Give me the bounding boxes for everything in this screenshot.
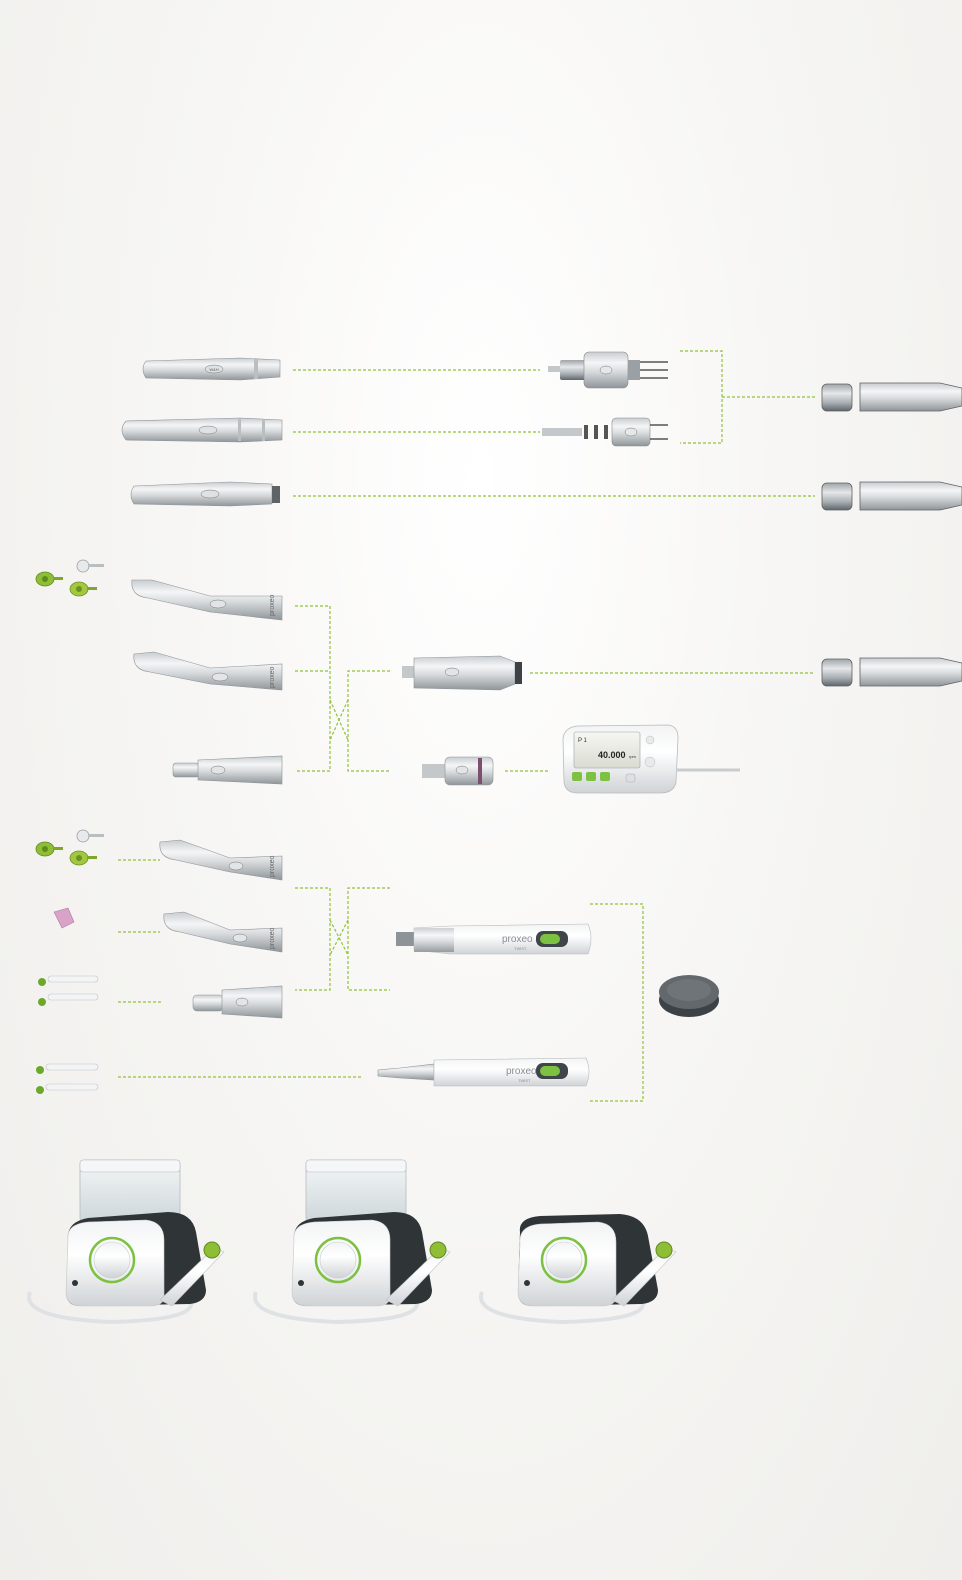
proxeo-label: proxeo — [269, 594, 276, 616]
prophy-brush-icon — [76, 559, 104, 573]
proxeo-label: proxeo — [269, 666, 276, 688]
proxeo-label: proxeo — [506, 1066, 537, 1077]
display-speed: 40.000 — [598, 750, 626, 760]
prophy-head-disposable — [192, 985, 283, 1019]
straight-handpiece-1: W&H — [142, 357, 281, 381]
disposable-prophy-angle-icon — [38, 975, 99, 1006]
prophy-contra-angle-1: proxeo — [159, 839, 283, 881]
prophy-unit-1 — [27, 1159, 225, 1325]
prophy-unit-2 — [253, 1159, 451, 1325]
lcd-display — [573, 731, 641, 769]
rubber-cup-icon — [53, 907, 75, 929]
display-program: P 1 — [578, 738, 588, 744]
twist-label: TWIST — [514, 946, 527, 951]
prophy-brush-icon — [76, 829, 104, 843]
proxeo-label: proxeo — [502, 934, 533, 945]
contra-angle-2: proxeo — [133, 651, 283, 691]
disposable-prophy-angle-icon — [36, 1063, 99, 1094]
straight-handpiece-2 — [121, 417, 283, 443]
air-motor — [402, 655, 522, 691]
straight-handpiece-3 — [130, 481, 280, 507]
micromotor — [422, 756, 494, 786]
proxeo-label: proxeo — [269, 855, 276, 877]
motor-hose-3 — [821, 657, 962, 687]
prophy-accessories-upper — [35, 559, 104, 597]
proxeo-twist-handpiece-1: proxeo TWIST — [396, 923, 592, 955]
motor-hose-1 — [821, 382, 962, 412]
prophy-accessories-lower — [35, 829, 104, 1094]
prophy-cup-icon — [69, 850, 97, 866]
twist-label: TWIST — [518, 1078, 531, 1083]
proxeo-label: proxeo — [269, 927, 276, 949]
display-unit: rpm — [629, 754, 637, 759]
motor-hose-2 — [821, 481, 962, 511]
control-dial — [88, 1236, 136, 1284]
prophy-cup-icon — [35, 571, 63, 587]
prophy-cup-icon — [69, 581, 97, 597]
control-dial — [314, 1236, 362, 1284]
prophy-cup-icon — [35, 841, 63, 857]
prophy-unit-3 — [479, 1214, 677, 1325]
connector-lines — [118, 350, 815, 1102]
proxeo-twist-handpiece-2: proxeo TWIST — [377, 1057, 590, 1087]
foot-control-icon — [659, 975, 719, 1017]
prophy-contra-angle-2: proxeo — [163, 911, 283, 953]
brand-logo: W&H — [209, 367, 218, 372]
control-unit: P 1 40.000 rpm — [562, 724, 740, 794]
control-buttons — [572, 735, 656, 783]
prophy-head-short — [172, 755, 283, 785]
contra-angle-1: proxeo — [131, 579, 283, 621]
coupling-2 — [542, 417, 668, 447]
coupling-1 — [548, 351, 668, 389]
control-dial — [540, 1236, 588, 1284]
